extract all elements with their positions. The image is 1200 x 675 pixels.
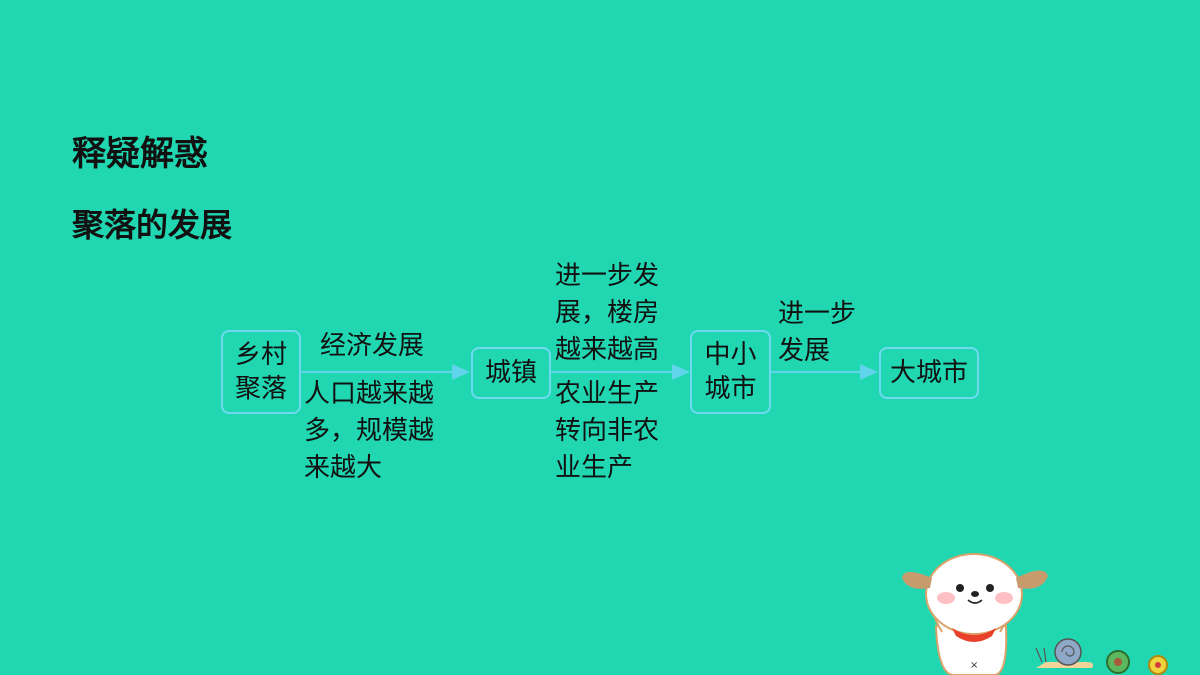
puppy-body — [934, 625, 1008, 675]
puppy-left-ear — [902, 572, 932, 589]
puppy-collar — [952, 628, 996, 642]
puppy-nose — [971, 591, 979, 597]
node-town: 城镇 — [471, 347, 551, 399]
puppy-left-eye — [956, 584, 964, 592]
edge2-label-top: 进一步发 展，楼房 越来越高 — [555, 261, 660, 365]
section-subtitle: 聚落的发展 — [72, 206, 233, 244]
svg-text:×: × — [970, 660, 978, 671]
puppy-right-ear — [1016, 570, 1048, 589]
edge3-label-top: 进一步 发展 — [778, 299, 857, 366]
snail-shell-icon — [1054, 638, 1082, 666]
node-small-city: 中小 城市 — [690, 330, 771, 414]
puppy-mouth — [967, 599, 983, 604]
puppy-mascot-illustration: × — [902, 553, 1168, 675]
node-rural-settlement: 乡村 聚落 — [221, 330, 301, 414]
edge2-label-bottom: 农业生产 转向非农 业生产 — [555, 379, 660, 483]
edge1-label-bottom: 人口越来越 多，规模越 来越大 — [304, 379, 435, 483]
puppy-left-cheek — [937, 592, 955, 604]
node-big-city: 大城市 — [879, 347, 979, 399]
edge1-label-top: 经济发展 — [320, 331, 425, 361]
page-title: 释疑解惑 — [72, 134, 208, 174]
puppy-right-cheek — [995, 592, 1013, 604]
puppy-right-eye — [986, 584, 994, 592]
